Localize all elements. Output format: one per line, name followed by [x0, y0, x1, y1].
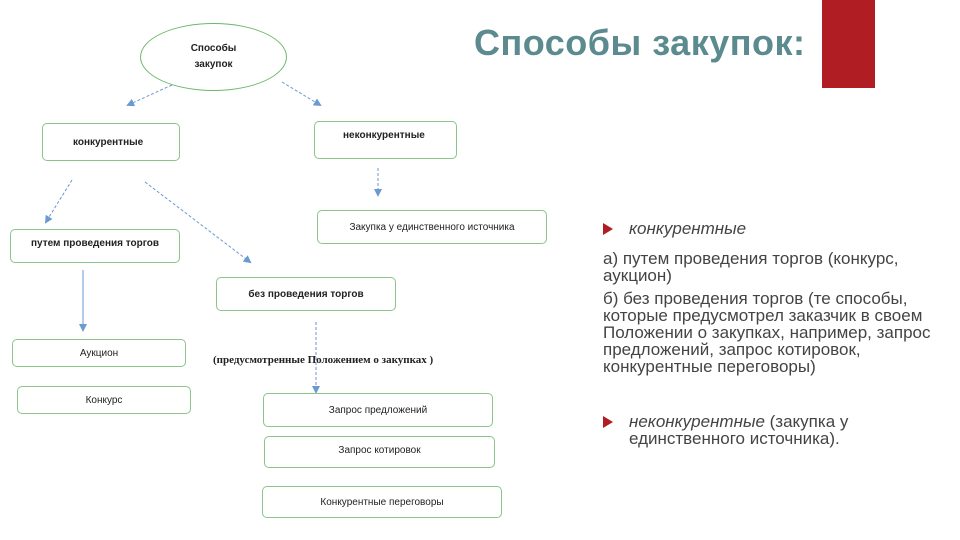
- root-node: Способы закупок: [140, 23, 287, 91]
- bullet-competitive-text: конкурентные: [629, 219, 747, 238]
- bullet-triangle-icon: [603, 223, 613, 235]
- bullet-competitive: конкурентные: [603, 220, 955, 237]
- arrow-competitive-tenders: [44, 179, 73, 224]
- arrow-competitive-notenders: [144, 181, 252, 264]
- node-competitive: конкурентные: [42, 123, 180, 161]
- root-line-2: закупок: [194, 59, 233, 70]
- text-panel: конкурентные а) путем проведения торгов …: [603, 220, 955, 447]
- node-negotiations: Конкурентные переговоры: [262, 486, 502, 518]
- accent-bar: [822, 0, 875, 88]
- arrow-root-noncompetitive: [281, 81, 322, 107]
- bullet-noncompetitive-text: неконкурентные (закупка у единственного …: [629, 413, 955, 447]
- note-regulation: (предусмотренные Положением о закупках ): [213, 354, 434, 366]
- item-a: а) путем проведения торгов (конкурс, аук…: [603, 249, 899, 285]
- node-request-quotes: Запрос котировок: [264, 436, 495, 468]
- bullet-noncompetitive: неконкурентные (закупка у единственного …: [603, 413, 955, 447]
- bullet-triangle-icon: [603, 416, 613, 428]
- node-request-proposals: Запрос предложений: [263, 393, 493, 427]
- arrow-root-competitive: [126, 84, 173, 107]
- item-b: б) без проведения торгов (те способы, ко…: [603, 289, 931, 376]
- bullet-noncompetitive-rest: (закупка у единственного источника).: [629, 412, 849, 448]
- node-noncompetitive: неконкурентные: [314, 121, 457, 159]
- slide-title: Способы закупок:: [474, 22, 806, 63]
- node-single-source: Закупка у единственного источника: [317, 210, 547, 244]
- node-contest: Конкурс: [17, 386, 191, 414]
- node-via-tenders: путем проведения торгов: [10, 229, 180, 263]
- root-line-1: Способы: [190, 43, 237, 54]
- node-without-tenders: без проведения торгов: [216, 277, 396, 311]
- node-auction: Аукцион: [12, 339, 186, 367]
- bullet-noncompetitive-italic: неконкурентные: [629, 412, 765, 431]
